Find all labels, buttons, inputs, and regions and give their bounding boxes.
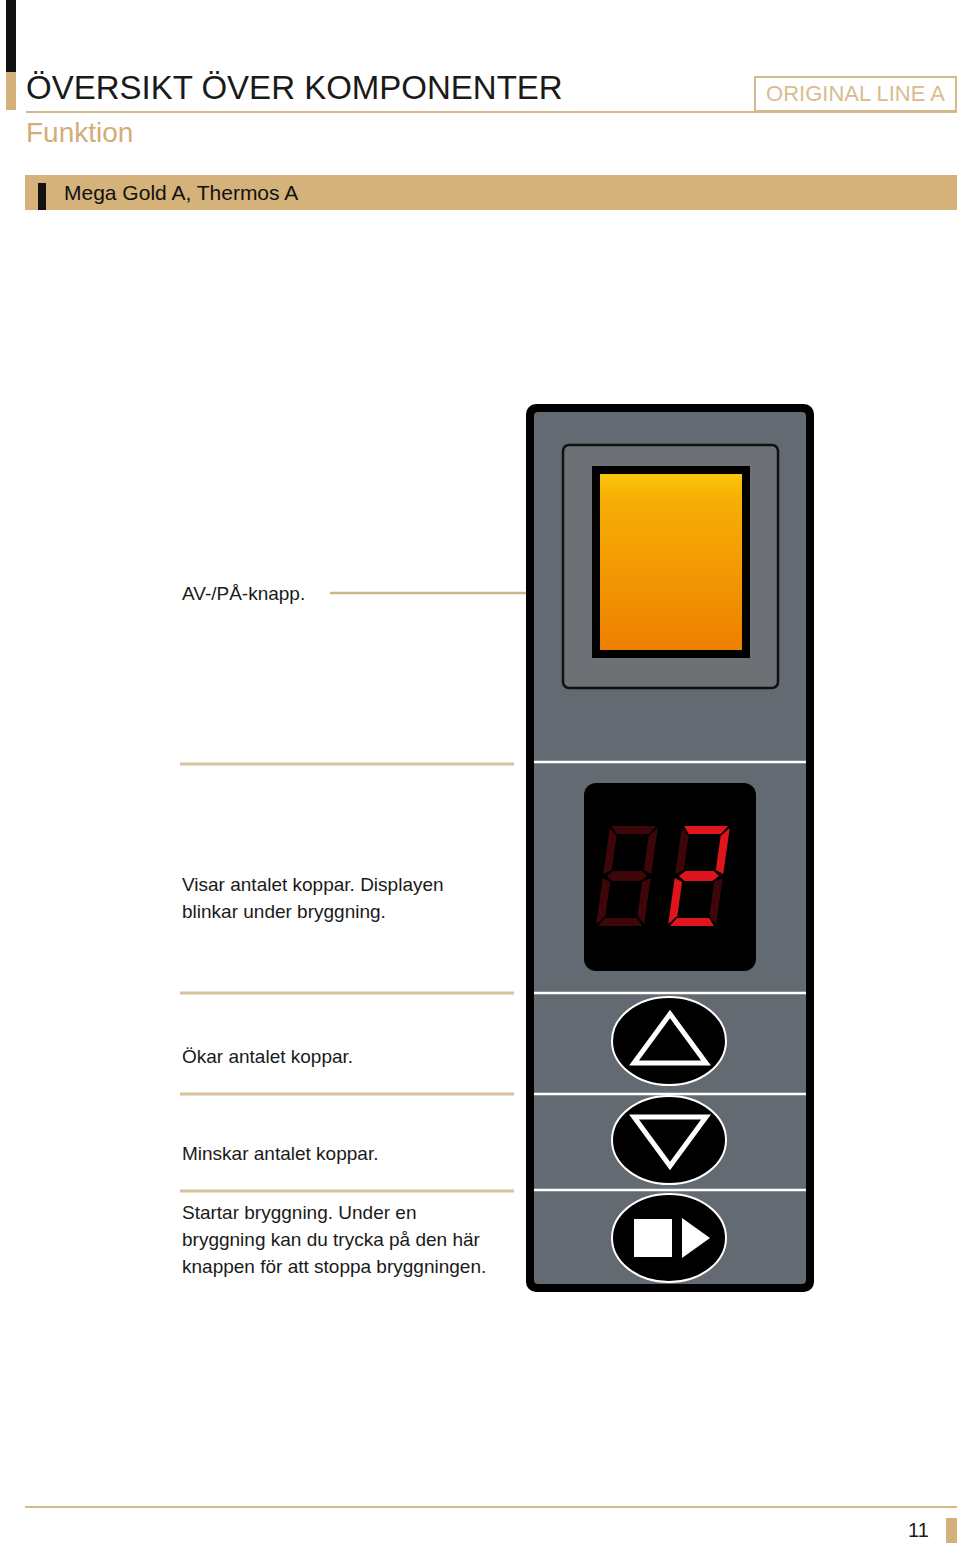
switch-rocker — [600, 474, 742, 650]
series-tag-box: ORIGINAL LINE A — [754, 76, 957, 112]
buttons — [612, 997, 726, 1282]
switch-frame — [592, 466, 750, 658]
header-bar-gold — [6, 72, 16, 110]
switch-housing — [563, 445, 778, 688]
panel-frame — [526, 404, 814, 1292]
callout-text: Ökar antalet koppar. — [182, 1045, 512, 1069]
page-number: 11 — [908, 1517, 929, 1543]
down-arrow-symbol — [634, 1117, 706, 1166]
play-symbol — [682, 1218, 710, 1258]
callout-rules — [180, 764, 514, 1191]
display-window — [584, 783, 756, 971]
stop-symbol — [634, 1219, 672, 1257]
callout-text: Startar bryggning. Under en bryggning ka… — [182, 1199, 502, 1280]
series-tag: ORIGINAL LINE A — [766, 81, 945, 107]
model-name: Mega Gold A, Thermos A — [64, 175, 957, 210]
footer-rule — [25, 1506, 957, 1508]
seven-segment-digits — [596, 826, 730, 926]
footer-bar — [946, 1518, 957, 1543]
band-accent — [38, 183, 46, 210]
panel-dividers — [534, 762, 806, 1190]
callout-text: Minskar antalet koppar. — [182, 1142, 512, 1166]
panel-face — [534, 412, 806, 1284]
model-band: Mega Gold A, Thermos A — [25, 175, 957, 210]
section-subtitle: Funktion — [26, 116, 133, 150]
up-arrow-symbol — [634, 1014, 706, 1063]
callout-text: Visar antalet koppar. Displayen blinkar … — [182, 871, 502, 925]
callout-text: AV-/PÅ-knapp. — [182, 582, 322, 606]
header-bar — [6, 0, 16, 72]
page-title: ÖVERSIKT ÖVER KOMPONENTER — [26, 68, 563, 108]
